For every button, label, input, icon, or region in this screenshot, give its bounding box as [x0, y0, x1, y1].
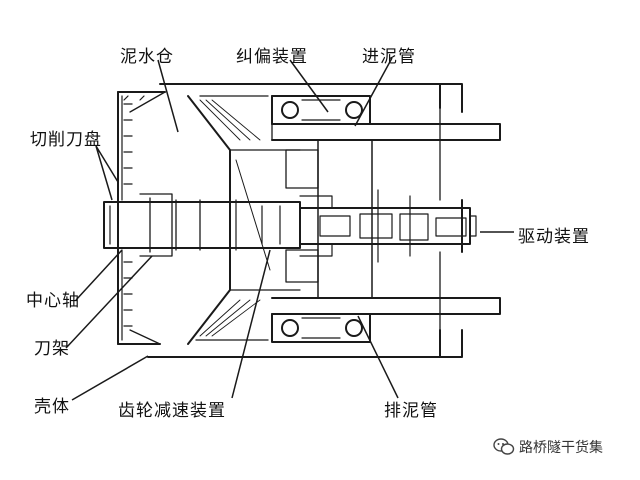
bulkhead-shape — [187, 95, 301, 345]
center-shaft-shape — [103, 193, 301, 257]
inlet-pipe-shape — [271, 123, 501, 141]
lower-deviation-shape — [271, 313, 371, 343]
cutter-head-label: 切削刀盘 — [30, 130, 102, 150]
drive-device-label: 驱动装置 — [518, 227, 590, 247]
inlet-pipe-label: 进泥管 — [362, 47, 416, 67]
deviation-leader — [289, 59, 329, 113]
center-shaft-leader — [75, 249, 123, 301]
gear-reducer-label: 齿轮减速装置 — [118, 401, 226, 421]
outlet-pipe-leader — [357, 315, 399, 399]
watermark: 路桥隧干货集 — [493, 437, 603, 457]
wechat-icon — [493, 438, 515, 455]
drive-device-shape — [299, 189, 477, 263]
deviation-device-shape — [271, 95, 371, 125]
cutter-frame-label: 刀架 — [34, 339, 70, 359]
deviation-device-label: 纠偏装置 — [236, 47, 308, 67]
gear-reducer-leader — [231, 249, 271, 399]
center-shaft-label: 中心轴 — [26, 291, 80, 311]
inlet-pipe-leader — [354, 57, 393, 127]
cutter-head-shape — [117, 91, 166, 345]
partitions-shape — [285, 139, 373, 299]
cutter-head-leader — [95, 145, 119, 201]
shell-label: 壳体 — [34, 397, 70, 417]
watermark-text: 路桥隧干货集 — [519, 440, 603, 456]
outlet-pipe-label: 排泥管 — [384, 401, 438, 421]
mud-chamber-label: 泥水仓 — [120, 47, 174, 67]
outlet-pipe-shape — [271, 297, 501, 315]
leader-lines — [65, 57, 514, 401]
shell-leader — [71, 355, 149, 401]
mud-chamber-leader — [157, 59, 179, 133]
cutter-frame-leader — [65, 255, 153, 349]
